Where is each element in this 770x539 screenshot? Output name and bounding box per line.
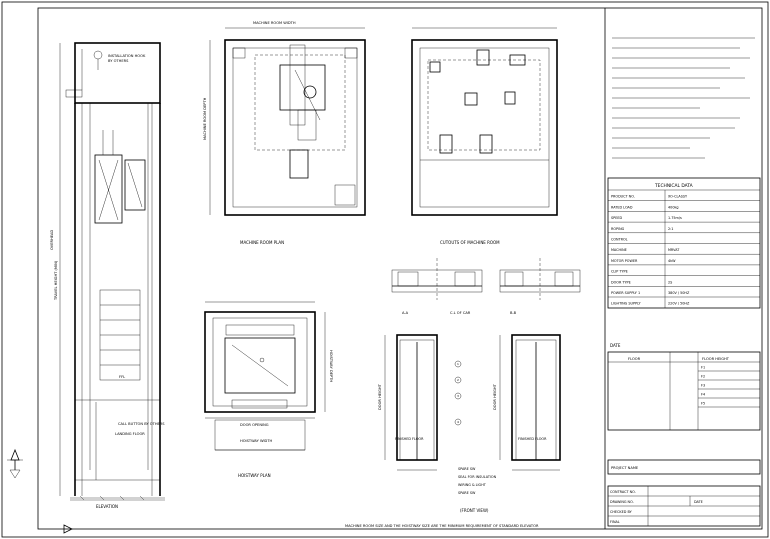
tech-row-value: XO-CLASSY [668,195,688,199]
hoistway-plan-view: HOISTWAY DEPTH DOOR OPENING HOISTWAY WID… [204,301,333,478]
tech-row-value: 2S [668,280,672,284]
section-aa-title: A-A [402,311,409,315]
floor-header-floor: FLOOR [628,357,641,361]
svg-text:FINISHED FLOOR: FINISHED FLOOR [518,437,547,441]
svg-text:INSTALLATION HOOK: INSTALLATION HOOK [108,54,146,58]
section-bb-title: B-B [510,311,517,315]
svg-text:1: 1 [457,362,459,366]
tech-row-label: LIGHTING SUPPLY [611,302,642,306]
tech-row-label: SPEED [611,216,622,220]
cutouts-view: CUTOUTS OF MACHINE ROOM [411,27,558,245]
tech-row-label: MACHINE [611,248,627,252]
svg-text:DOOR HEIGHT: DOOR HEIGHT [378,383,382,410]
svg-text:FINISHED FLOOR: FINISHED FLOOR [395,437,424,441]
floor-header-height: FLOOR HEIGHT [702,357,730,361]
svg-text:CALL BUTTON BY OTHERS: CALL BUTTON BY OTHERS [118,422,165,426]
floor-row-name: F5 [701,402,705,406]
notes-panel [604,8,755,529]
tech-row-label: MOTOR POWER [611,259,638,263]
svg-text:C.L OF CAR: C.L OF CAR [450,311,471,315]
inner-border [37,7,763,530]
tech-row-label: CONTROL [611,238,628,242]
date-label: DATE [694,500,703,504]
svg-text:DOOR HEIGHT: DOOR HEIGHT [493,383,497,410]
machine-room-plan-view: MACHINE ROOM WIDTH MACHINE ROOM DEPTH MA… [203,21,366,245]
svg-text:HOISTWAY WIDTH: HOISTWAY WIDTH [240,439,273,443]
svg-text:MACHINE ROOM DEPTH: MACHINE ROOM DEPTH [203,97,207,140]
floor-row-name: F4 [701,393,705,397]
front-view-title: (FRONT VIEW) [460,508,489,513]
front-view: DOOR HEIGHT FINISHED FLOOR DOOR HEIGHT F… [378,334,561,513]
svg-text:SEAL FOR INSULATION: SEAL FOR INSULATION [458,475,497,479]
svg-text:FFL: FFL [119,375,125,379]
elevation-title: ELEVATION [96,504,118,509]
svg-text:HOISTWAY DEPTH: HOISTWAY DEPTH [329,350,333,382]
tech-row-value: 220V / 50HZ [668,302,690,306]
tech-row-label: POWER SUPPLY 1 [611,291,640,295]
checked-label: CHECKED BY [610,510,633,514]
contract-label: CONTRACT NO. [610,490,636,494]
floor-date-label: DATE [610,343,621,348]
svg-text:2: 2 [457,378,459,382]
svg-text:WIRING & LIGHT: WIRING & LIGHT [458,483,487,487]
footnote: MACHINE ROOM SIZE AND THE HOISTWAY SIZE … [345,524,539,528]
elevation-view: INSTALLATION HOOK BY OTHERS FFL [7,42,165,534]
tech-row-label: RATED LOAD [611,205,633,209]
svg-text:SPARE SW: SPARE SW [458,491,476,495]
technical-data-table: TECHNICAL DATA PRODUCT NO. XO-CLASSY RATED… [607,177,761,309]
svg-text:MACHINE ROOM WIDTH: MACHINE ROOM WIDTH [253,21,296,25]
project-name-label: PROJECT NAME [611,466,639,470]
technical-data-title: TECHNICAL DATA [654,183,693,189]
cutouts-title: CUTOUTS OF MACHINE ROOM [440,240,500,245]
svg-text:3: 3 [457,394,459,398]
tech-row-value: MRVAT [668,248,680,252]
machine-room-plan-title: MACHINE ROOM PLAN [240,240,284,245]
svg-text:OVERHEAD: OVERHEAD [50,230,54,250]
svg-text:SPARE SW: SPARE SW [458,467,476,471]
tech-row-value: 1.75m/s [668,216,682,220]
tech-row-value: 4kW [668,259,676,263]
section-details: A-A C.L OF CAR B-B [391,258,581,315]
tech-row-value: 380V / 50HZ [668,291,690,295]
tech-row-label: PRODUCT NO. [611,195,635,199]
tech-row-label: CLIP TYPE [611,270,628,274]
title-block: PROJECT NAME CONTRACT NO. DRAWING NO. CH… [607,459,761,527]
tech-row-label: ROPING [611,227,625,231]
drawing-label: DRAWING NO. [610,500,634,504]
floor-row-name: F3 [701,384,705,388]
svg-text:BY OTHERS: BY OTHERS [108,59,129,63]
final-label: FINAL [610,520,620,524]
svg-text:TRAVEL HEIGHT (MIN): TRAVEL HEIGHT (MIN) [54,260,58,301]
floor-row-name: F1 [701,366,705,370]
svg-text:DOOR OPENING: DOOR OPENING [240,423,269,427]
svg-text:LANDING FLOOR: LANDING FLOOR [115,432,145,436]
tech-row-value: 2:1 [668,227,673,231]
tech-row-value: 400kg [668,205,679,209]
tech-row-label: DOOR TYPE [611,280,631,284]
floor-row-name: F2 [701,375,705,379]
svg-text:4: 4 [457,420,459,424]
hoistway-plan-title: HOISTWAY PLAN [238,473,271,478]
